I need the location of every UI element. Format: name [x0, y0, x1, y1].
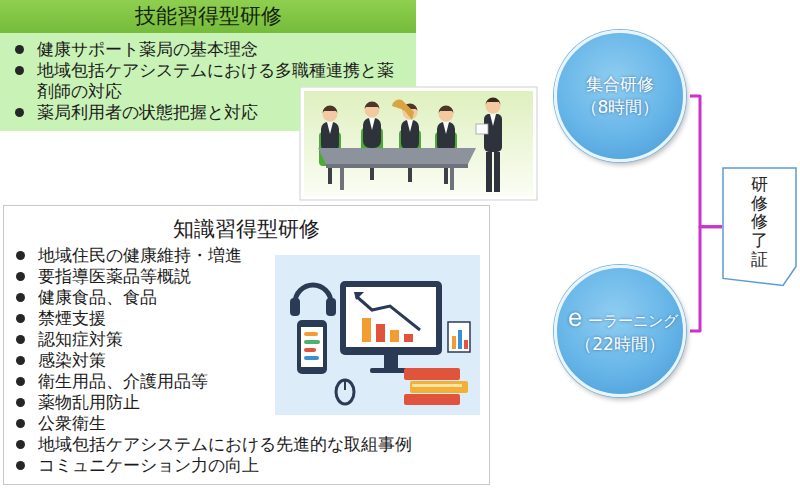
meeting-illustration-part — [486, 152, 492, 192]
elearning-illustration-part — [464, 340, 468, 349]
meeting-illustration-part — [392, 100, 414, 120]
elearning-illustration-part — [304, 348, 316, 352]
meeting-illustration-part — [300, 87, 537, 200]
elearning-illustration-part — [295, 285, 331, 303]
meeting-illustration-part — [326, 164, 468, 168]
meeting-illustration-part — [361, 102, 383, 181]
bullet-item: 衛生用品、介護用品等 — [4, 371, 489, 392]
elearning-illustration-part — [297, 320, 327, 374]
elearning-illustration-part — [404, 394, 460, 405]
certificate-document: 研修修了証 — [722, 167, 797, 286]
elearning-illustration-part — [448, 322, 470, 352]
elearning-illustration-part — [304, 332, 318, 336]
bullet-item: コミュニケーション力の向上 — [4, 455, 489, 476]
meeting-illustration-part — [486, 98, 501, 105]
elearning-illustration-part — [326, 298, 336, 316]
meeting-illustration-part — [490, 114, 496, 126]
meeting-illustration-part — [450, 168, 454, 190]
circle-title: 集合研修 — [586, 73, 654, 96]
bullet-item: 公衆衛生 — [4, 413, 489, 434]
elearning-illustration-part — [356, 296, 420, 330]
bullet-item: 認知症対策 — [4, 329, 489, 350]
elearning-illustration — [275, 255, 480, 415]
elearning-illustration-part — [346, 287, 436, 347]
circle-hours: （8時間） — [581, 96, 660, 119]
elearning-illustration-part — [404, 368, 460, 380]
skill-training-box: 技能習得型研修健康サポート薬局の基本理念地域包括ケアシステムにおける多職種連携と… — [0, 0, 416, 131]
meeting-illustration-part — [340, 168, 344, 190]
box-heading: 技能習得型研修 — [0, 0, 416, 33]
elearning-illustration-part — [340, 281, 442, 355]
elearning-illustration-part — [412, 384, 462, 387]
bullet-item: 地域住民の健康維持・増進 — [4, 245, 489, 266]
elearning-illustration-part — [362, 318, 371, 342]
bullet-item: 地域包括ケアシステムにおける多職種連携と薬剤師の対応 — [0, 60, 416, 102]
bullet-item: 地域包括ケアシステムにおける先進的な取組事例 — [4, 434, 489, 455]
bullet-item: 健康サポート薬局の基本理念 — [0, 39, 416, 60]
elearning-illustration-part — [390, 330, 399, 342]
elearning-circle: ｅーラーニング（22時間） — [554, 265, 686, 397]
circle-hours: （22時間） — [575, 333, 665, 356]
meeting-illustration-part — [304, 91, 533, 196]
box-heading: 知識習得型研修 — [4, 206, 489, 243]
vertical-label: 研修修了証 — [751, 175, 768, 268]
elearning-illustration-part — [384, 355, 398, 369]
bullet-item: 薬局利用者の状態把握と対応 — [0, 102, 416, 123]
bullet-list: 地域住民の健康維持・増進要指導医薬品等概説健康食品、食品禁煙支援認知症対策感染対… — [4, 243, 489, 484]
meeting-illustration-part — [476, 124, 488, 134]
elearning-illustration-part — [301, 327, 323, 367]
meeting-illustration-part — [318, 148, 476, 164]
elearning-illustration-part — [304, 340, 320, 344]
document-outline-path — [723, 168, 796, 285]
meeting-illustration-part — [486, 99, 501, 114]
meeting-illustration-part — [319, 106, 341, 185]
elearning-illustration-part — [336, 380, 354, 404]
elearning-illustration-part — [344, 381, 346, 390]
elearning-illustration-part — [290, 298, 300, 316]
knowledge-training-box: 知識習得型研修地域住民の健康維持・増進要指導医薬品等概説健康食品、食品禁煙支援認… — [3, 205, 490, 485]
bracket-connector — [690, 96, 722, 227]
meeting-illustration-part — [494, 152, 500, 192]
bullet-item: 健康食品、食品 — [4, 287, 489, 308]
elearning-illustration-part — [410, 381, 468, 393]
bullet-item: 薬物乱用防止 — [4, 392, 489, 413]
elearning-illustration-part — [275, 255, 480, 415]
elearning-illustration-part — [452, 336, 456, 349]
bullet-item: 感染対策 — [4, 350, 489, 371]
bracket-connector — [690, 227, 722, 331]
circle-title: ｅーラーニング — [562, 306, 678, 333]
meeting-illustration — [300, 87, 537, 200]
bullet-item: 禁煙支援 — [4, 308, 489, 329]
group-training-circle: 集合研修（8時間） — [554, 30, 686, 162]
elearning-illustration-part — [404, 334, 413, 342]
elearning-illustration-part — [376, 324, 385, 342]
elearning-illustration-part — [458, 330, 462, 349]
elearning-illustration-part — [304, 356, 319, 360]
bullet-item: 要指導医薬品等概説 — [4, 266, 489, 287]
elearning-illustration-part — [354, 292, 364, 300]
bullet-list: 健康サポート薬局の基本理念地域包括ケアシステムにおける多職種連携と薬剤師の対応薬… — [0, 33, 416, 131]
